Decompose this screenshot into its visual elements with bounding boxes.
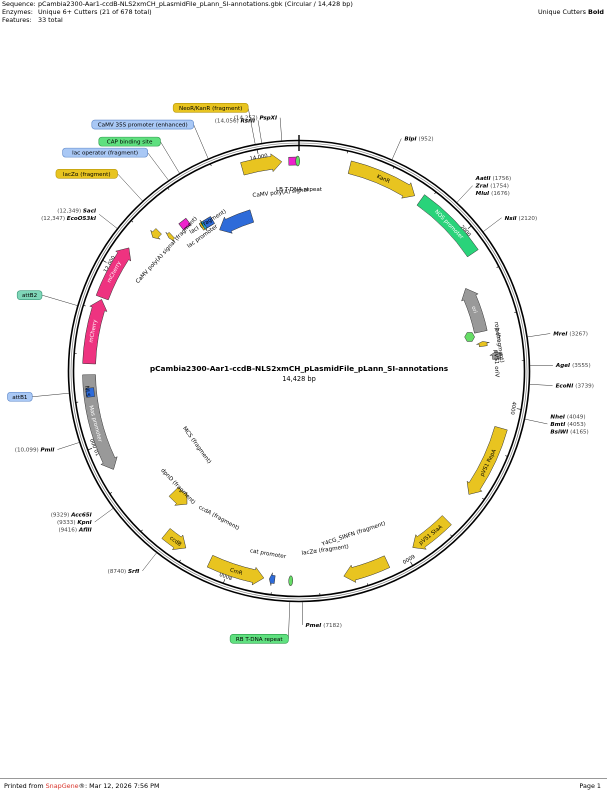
feature-text-label: LB T-DNA repeat [276, 187, 323, 193]
restriction-site-label: AatII (1756) [475, 176, 512, 182]
restriction-site-label: AgeI (3555) [555, 363, 591, 369]
boxed-feature-label: CAP binding site [107, 140, 153, 146]
site-leader-line [57, 442, 79, 449]
site-leader-line [258, 120, 262, 143]
tick-mark [88, 448, 92, 450]
small-feature-arrow [151, 228, 162, 239]
restriction-site-label: NsiI (2120) [505, 216, 538, 222]
boxed-feature-label: CaMV 35S promoter (enhanced) [98, 123, 188, 129]
feature-text-label: Y4CG_SINFN (fragment) [320, 521, 386, 548]
boxed-feature-label: attB2 [22, 293, 37, 299]
box-leader-line [42, 295, 77, 305]
print-footer: Printed from SnapGene®: Mar 12, 2026 7:5… [0, 778, 607, 782]
tick-mark [141, 530, 143, 532]
site-leader-line [530, 365, 553, 366]
feature-text-label: ccdA (fragment) [197, 505, 240, 532]
site-leader-line [392, 139, 401, 160]
boxed-feature-label: NeoR/KanR (fragment) [179, 106, 242, 112]
tick-mark [223, 579, 225, 583]
boxed-feature-labels: NeoR/KanR (fragment) CaMV 35S promoter (e… [7, 103, 289, 643]
restriction-site-label: (14,257) PspXI [234, 116, 277, 122]
restriction-site-label: BmtI (4053) [550, 422, 585, 428]
feature-text-label: cat promoter [249, 548, 287, 560]
small-feature-hexagon [465, 332, 475, 341]
restriction-site-label: (9416) AflII [58, 527, 91, 533]
site-leader-line [483, 218, 501, 232]
site-leader-line [99, 214, 117, 228]
restriction-site-label: MluI (1676) [476, 191, 510, 197]
tick-mark [410, 562, 412, 566]
tick-label: 4000 [509, 401, 517, 415]
small-feature-arrow [477, 341, 490, 346]
plasmid-length: 14,428 bp [282, 375, 316, 383]
feature-text-label: CaMV poly(A) signal (fragment) [135, 216, 199, 285]
boxed-feature-label: lacZα (fragment) [63, 172, 111, 178]
small-feature-oval [296, 156, 300, 166]
restriction-site-label: EcoNI (3739) [556, 384, 594, 390]
box-leader-line [32, 393, 69, 397]
small-feature-oval [289, 576, 293, 586]
box-leader-line [118, 174, 143, 201]
restriction-site-label: (12,349) SacI [57, 209, 96, 215]
box-leader-line [194, 125, 209, 159]
restriction-site-label: (9329) Acc65I [51, 512, 92, 518]
site-leader-line [457, 186, 473, 203]
restriction-site-label: NheI (4049) [550, 414, 585, 420]
feature-arrow [344, 556, 390, 583]
feature-text-label: pVS1 oriV [492, 350, 499, 378]
restriction-site-label: (8740) SrfI [108, 569, 140, 575]
feature-text-label: NLS [83, 386, 90, 398]
restriction-site-label: PmeI (7182) [306, 623, 342, 629]
box-leader-line [148, 153, 169, 181]
restriction-site-label: (9333) KpnI [57, 520, 92, 526]
site-leader-line [95, 508, 113, 522]
tick-mark [468, 226, 471, 229]
site-leader-line [527, 334, 550, 337]
boxed-feature-label: attB1 [12, 395, 28, 401]
site-leader-line [525, 419, 547, 424]
restriction-site-label: ZraI (1754) [475, 184, 509, 190]
small-feature-arrow [269, 573, 275, 586]
box-leader-line [288, 602, 289, 639]
restriction-site-label: (12,347) EcoO53kI [41, 216, 96, 222]
boxed-feature-label: lac operator (fragment) [72, 151, 138, 157]
box-leader-line [160, 142, 179, 174]
boxed-feature-label: RB T-DNA repeat [236, 637, 284, 643]
box-leader-line [248, 108, 255, 144]
feature-text-label: MCS (fragment) [181, 426, 212, 465]
site-leader-line [142, 553, 156, 571]
plasmid-name: pCambia2300-Aar1-ccdB-NLS2xmCH_pLasmidFi… [150, 364, 449, 373]
restriction-site-label: MreI (3267) [553, 332, 588, 338]
site-leader-line [280, 118, 282, 141]
restriction-site-label: BsiWI (4165) [550, 429, 588, 435]
site-leader-line [530, 384, 553, 385]
restriction-site-label: (10,099) PmlI [15, 448, 55, 454]
restriction-site-label: BlpI (952) [404, 137, 433, 143]
tick-mark [103, 260, 107, 262]
tick-label: 6000 [401, 552, 415, 564]
